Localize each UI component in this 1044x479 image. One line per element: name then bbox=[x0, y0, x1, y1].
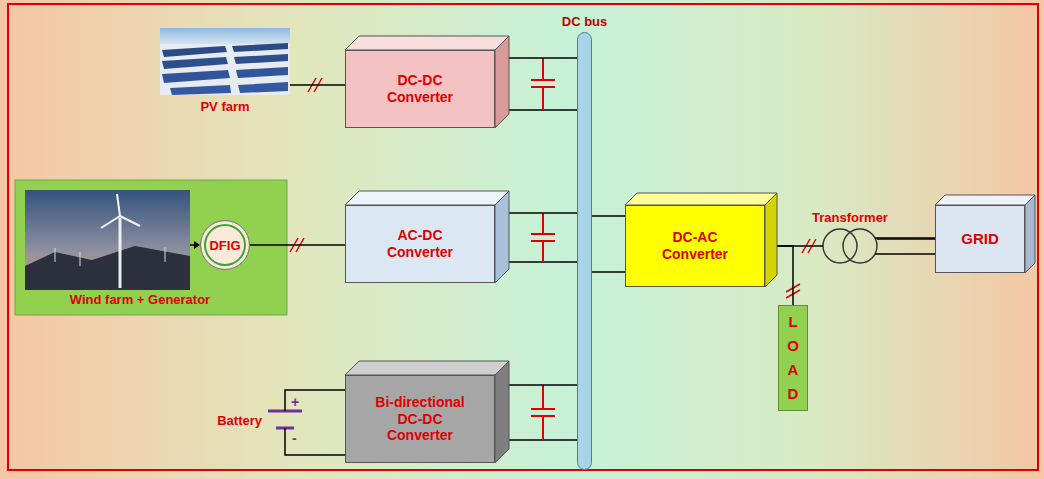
box-top-face bbox=[345, 36, 509, 50]
node-caption: Transformer bbox=[812, 210, 888, 225]
polarity-mark: - bbox=[292, 430, 297, 446]
wind-panel-ground bbox=[15, 180, 287, 315]
box-label: DFIG bbox=[209, 238, 240, 253]
wire-connector bbox=[495, 212, 577, 214]
outer-border bbox=[8, 4, 1038, 470]
solar-panel-row bbox=[234, 54, 288, 64]
inverter-box: DC-AC Converter bbox=[625, 205, 765, 287]
bus-wire bbox=[500, 261, 577, 263]
bus-wire bbox=[500, 109, 577, 111]
dc-bus-bar: DC bus bbox=[577, 32, 592, 470]
wire-connector bbox=[765, 246, 793, 305]
solar-panel-row bbox=[238, 82, 288, 93]
three-phase-wire bbox=[875, 237, 935, 239]
polarity-mark: + bbox=[291, 394, 299, 410]
box-side-face bbox=[1025, 195, 1035, 273]
bus-wire bbox=[592, 271, 625, 273]
turbine-tower bbox=[165, 247, 166, 262]
wind-hills bbox=[25, 246, 190, 290]
solar-panel-row bbox=[232, 43, 288, 52]
box-side-face bbox=[495, 36, 509, 128]
box-label: AC-DC Converter bbox=[368, 227, 473, 261]
pv-sky bbox=[160, 28, 290, 44]
box-label: Bi-directional DC-DC Converter bbox=[368, 394, 473, 444]
box-side-face bbox=[495, 361, 509, 463]
bus-wire bbox=[500, 439, 577, 441]
wind-farm-panel: Wind farm + Generator DFIG bbox=[15, 180, 287, 315]
converter-box: DC-DC Converter bbox=[345, 50, 495, 128]
pv-farm-node: PV farm bbox=[160, 28, 290, 95]
wire-connector bbox=[285, 390, 345, 411]
pv-farm-photo bbox=[160, 28, 290, 95]
wind-farm-photo bbox=[25, 190, 190, 290]
load-box: LOAD bbox=[778, 305, 808, 411]
battery-node: Battery bbox=[268, 411, 302, 428]
three-phase-wire bbox=[875, 253, 935, 255]
transformer-winding bbox=[823, 229, 857, 263]
turbine-blade bbox=[101, 216, 120, 228]
converter-box: AC-DC Converter bbox=[345, 205, 495, 283]
capacitor-symbol bbox=[531, 213, 555, 262]
node-caption: Wind farm + Generator bbox=[15, 292, 265, 307]
wire-connector bbox=[495, 57, 577, 59]
turbine-tower bbox=[119, 218, 122, 288]
box-label: GRID bbox=[961, 230, 999, 248]
solar-panel-row bbox=[162, 57, 228, 69]
solar-panel-row bbox=[236, 67, 288, 78]
grid-box: GRID bbox=[935, 205, 1025, 273]
turbine-blade bbox=[120, 216, 140, 226]
box-label: DC-AC Converter bbox=[643, 229, 748, 263]
generator-circle: DFIG bbox=[200, 220, 250, 270]
box-label: DC-DC Converter bbox=[368, 72, 473, 106]
box-top-face bbox=[345, 361, 509, 375]
wire-connector bbox=[877, 238, 935, 240]
box-side-face bbox=[765, 193, 777, 287]
wire-connector bbox=[250, 244, 345, 246]
capacitor-symbol bbox=[531, 58, 555, 110]
node-caption: DC bus bbox=[562, 14, 608, 29]
transformer-node: Transformer bbox=[823, 229, 877, 263]
box-top-face bbox=[625, 193, 777, 205]
pv-roof bbox=[160, 28, 290, 95]
capacitor-symbol bbox=[531, 385, 555, 440]
turbine-tower bbox=[80, 252, 81, 266]
battery-wire bbox=[285, 428, 345, 455]
node-caption: Battery bbox=[217, 412, 262, 427]
turbine-blade bbox=[117, 194, 120, 216]
wire-connector bbox=[495, 384, 577, 386]
turbine-tower bbox=[55, 248, 56, 262]
solar-panel-row bbox=[162, 70, 230, 83]
box-top-face bbox=[935, 195, 1035, 205]
transformer-winding bbox=[843, 229, 877, 263]
wire-connector bbox=[290, 84, 345, 86]
converter-box: Bi-directional DC-DC Converter bbox=[345, 375, 495, 463]
box-side-face bbox=[495, 191, 509, 283]
wind-sky bbox=[25, 190, 190, 290]
box-top-face bbox=[345, 191, 509, 205]
solar-panel-row bbox=[162, 46, 227, 57]
node-caption: PV farm bbox=[200, 99, 249, 114]
wire-connector bbox=[592, 215, 625, 217]
box-label: LOAD bbox=[786, 310, 801, 406]
solar-panel-row bbox=[170, 85, 231, 95]
